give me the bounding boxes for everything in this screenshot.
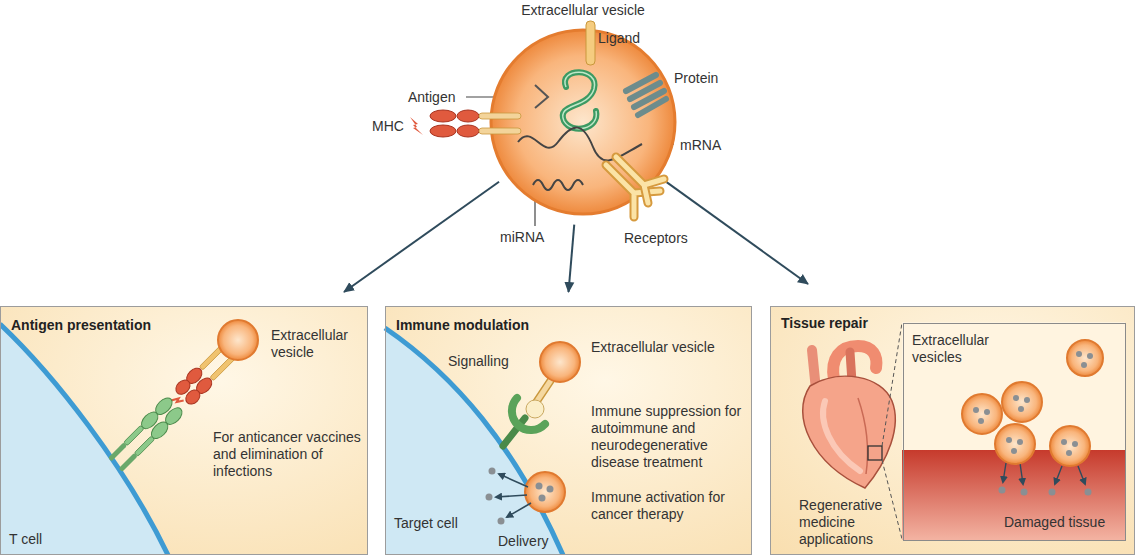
node-text: Extracellular vesicles	[912, 332, 1024, 366]
panel-ground	[770, 306, 1135, 555]
vesicle-title: Extracellular vesicle	[438, 2, 728, 19]
node-text: Extracellular vesicle	[271, 327, 365, 361]
panel-ground	[0, 306, 368, 555]
node-text: Immune activation for cancer therapy	[591, 489, 749, 523]
part-label: Antigen	[408, 89, 455, 106]
node-text: For anticancer vaccines and elimination …	[213, 429, 363, 480]
vesicle-circle: Extracellular vesicle	[488, 27, 678, 217]
node-text: Regenerative medicine applications	[799, 497, 909, 548]
part-label: Ligand	[598, 30, 640, 47]
tissue-drawing	[902, 322, 1125, 540]
node-text: Delivery	[498, 533, 578, 550]
vesicle-shape	[488, 27, 678, 217]
node-text: T cell	[9, 531, 89, 548]
part-label: MHC	[372, 118, 404, 135]
application-panel: Immune modulationSignalling Extracellular…	[385, 306, 752, 555]
target-cell-drawing	[385, 328, 580, 555]
node-text: Signalling	[448, 353, 528, 370]
panel-heading: Immune modulation	[396, 317, 616, 334]
part-label: miRNA	[500, 229, 544, 246]
part-label: mRNA	[680, 137, 721, 154]
panel-ground	[385, 306, 752, 555]
flow-arrow	[569, 225, 575, 292]
panel-heading: Antigen presentation	[11, 317, 231, 334]
application-panel: Tissue repairRegenerative medicine appli…	[770, 306, 1135, 555]
zoom-inset: Extracellular vesiclesDamaged tissue	[903, 323, 1126, 541]
application-panel: Antigen presentationExtracellular vesicl…	[0, 306, 368, 555]
node-text: Target cell	[394, 515, 466, 532]
node-text: Extracellular vesicle	[591, 339, 741, 356]
part-label: Receptors	[624, 230, 688, 247]
flow-arrow	[344, 182, 499, 292]
part-label: Protein	[674, 70, 718, 87]
node-text: Damaged tissue	[1004, 514, 1122, 531]
node-text: Immune suppression for autoimmune and ne…	[591, 403, 749, 471]
